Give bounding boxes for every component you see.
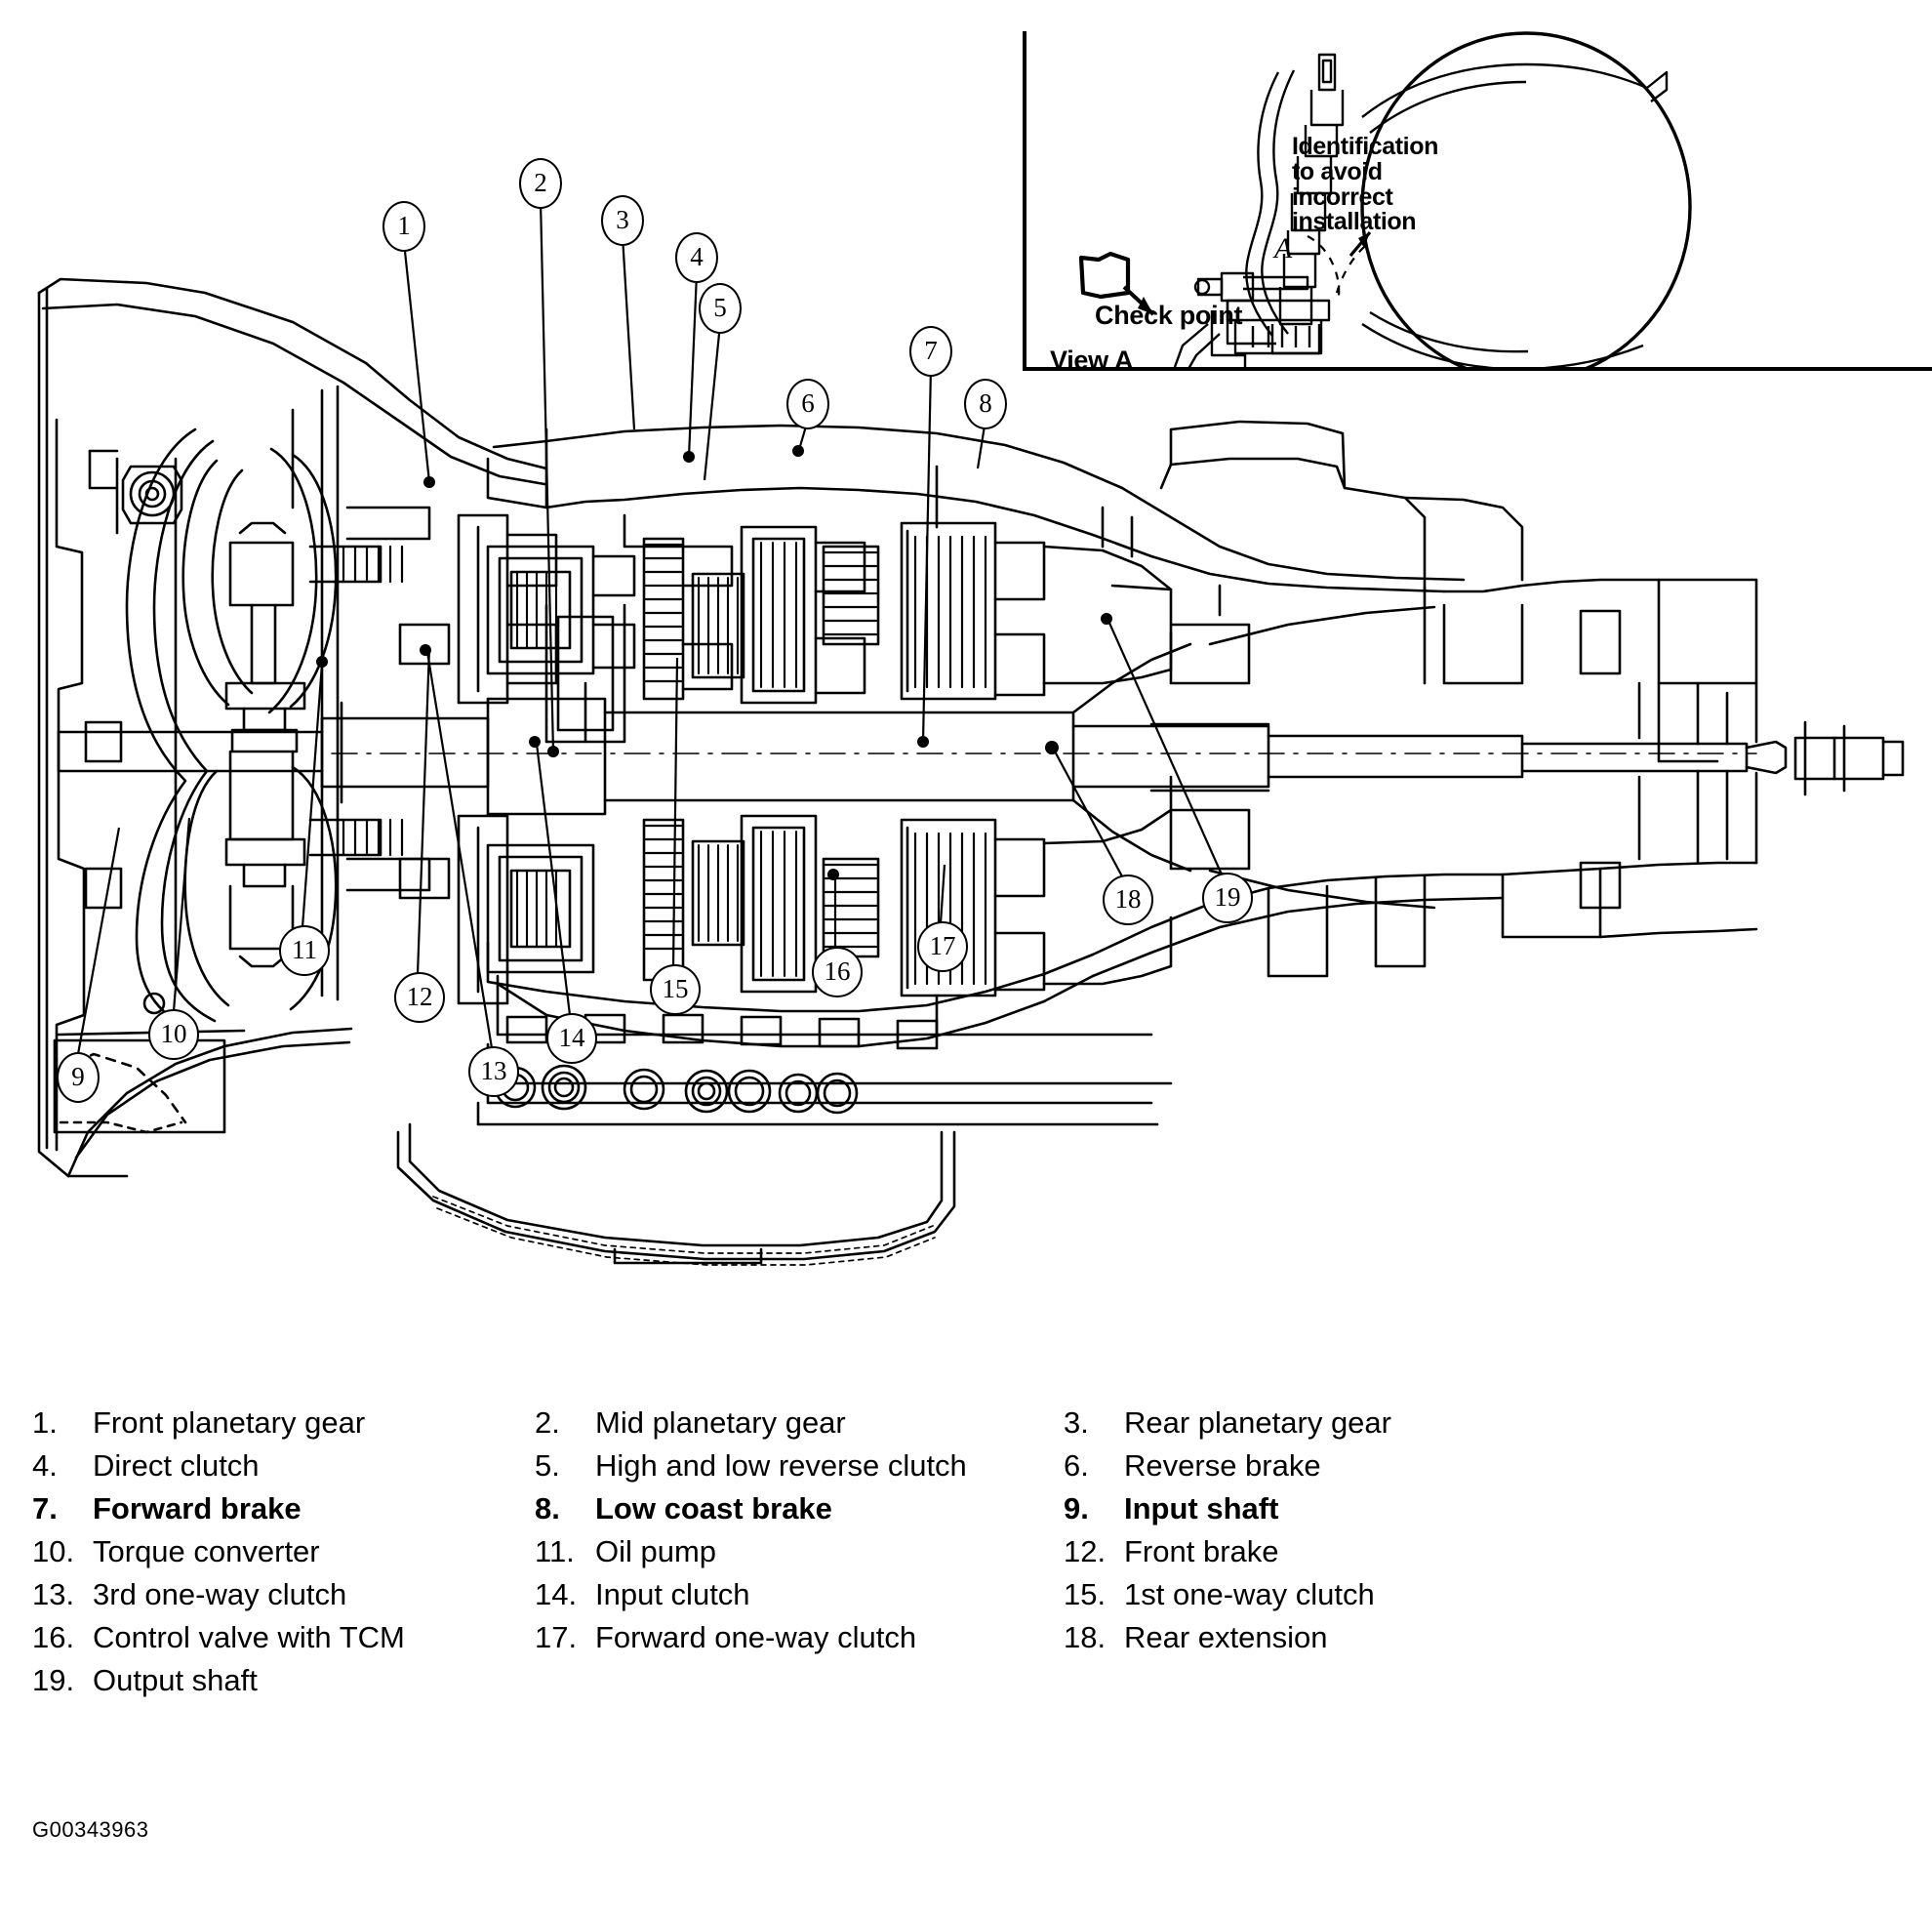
- legend-label: 3rd one-way clutch: [93, 1577, 347, 1611]
- leader-3: [621, 235, 636, 430]
- leader-15: [671, 657, 679, 967]
- leader-11: [301, 663, 324, 928]
- view-a-label: View A: [1050, 346, 1134, 375]
- leader-9: [76, 827, 121, 1055]
- legend-number: 18.: [1064, 1620, 1107, 1654]
- callout-2: 2: [519, 158, 562, 209]
- callout-16: 16: [812, 947, 863, 997]
- legend-label: Control valve with TCM: [93, 1620, 405, 1654]
- legend-number: 8.: [535, 1491, 560, 1526]
- callout-17: 17: [917, 921, 968, 972]
- leader-13: [425, 651, 494, 1049]
- transmission-cutaway-drawing: [37, 200, 1905, 1266]
- callout-3: 3: [601, 195, 644, 246]
- legend-number: 7.: [32, 1491, 58, 1526]
- figure-code: G00343963: [32, 1817, 149, 1842]
- legend-number: 12.: [1064, 1534, 1107, 1568]
- legend-label: Torque converter: [93, 1534, 320, 1568]
- callout-6: 6: [786, 379, 829, 429]
- legend-label: Oil pump: [595, 1534, 717, 1568]
- callout-7: 7: [909, 326, 952, 377]
- legend-number: 1.: [32, 1405, 58, 1440]
- legend-label: Input clutch: [595, 1577, 750, 1611]
- callout-14: 14: [546, 1013, 597, 1064]
- legend-label: Forward brake: [93, 1491, 302, 1526]
- legend-number: 5.: [535, 1448, 560, 1483]
- leader-17: [939, 864, 946, 924]
- legend-label: High and low reverse clutch: [595, 1448, 967, 1483]
- legend-number: 3.: [1064, 1405, 1089, 1440]
- callout-line-3: incorrect: [1292, 183, 1393, 211]
- callout-13: 13: [468, 1046, 519, 1097]
- callout-18: 18: [1103, 875, 1153, 925]
- check-point-label: Check point: [1095, 301, 1243, 330]
- leader-5: [703, 323, 722, 481]
- leader-4: [687, 272, 699, 458]
- legend-label: Forward one-way clutch: [595, 1620, 917, 1654]
- parts-legend: 1. Front planetary gear 2. Mid planetary ge…: [0, 1405, 1932, 1796]
- legend-number: 13.: [32, 1577, 75, 1611]
- legend-label: Front brake: [1124, 1534, 1279, 1568]
- leader-1: [402, 241, 431, 483]
- callout-line-1: Identification: [1292, 133, 1438, 160]
- identification-callout-text: Identification to avoid incorrect instal…: [1292, 133, 1497, 236]
- legend-number: 14.: [535, 1577, 578, 1611]
- callout-4: 4: [675, 232, 718, 283]
- callout-12: 12: [394, 972, 445, 1023]
- legend-label: Rear extension: [1124, 1620, 1328, 1654]
- callout-15: 15: [650, 964, 701, 1015]
- legend-label: Input shaft: [1124, 1491, 1279, 1526]
- legend-label: 1st one-way clutch: [1124, 1577, 1375, 1611]
- callout-9: 9: [57, 1052, 100, 1103]
- callout-line-4: installation: [1292, 208, 1417, 236]
- legend-number: 4.: [32, 1448, 58, 1483]
- leader-2: [539, 200, 555, 753]
- callout-10: 10: [148, 1009, 199, 1060]
- leader-14: [535, 743, 572, 1016]
- legend-label: Output shaft: [93, 1663, 258, 1697]
- callout-line-2: to avoid: [1292, 157, 1383, 185]
- legend-label: Mid planetary gear: [595, 1405, 846, 1440]
- legend-number: 19.: [32, 1663, 75, 1697]
- callout-1: 1: [382, 201, 425, 252]
- callout-8: 8: [964, 379, 1007, 429]
- legend-label: Direct clutch: [93, 1448, 260, 1483]
- callout-11: 11: [279, 925, 330, 976]
- legend-label: Low coast brake: [595, 1491, 832, 1526]
- legend-number: 11.: [535, 1534, 575, 1568]
- leader-19: [1107, 620, 1224, 875]
- legend-label: Reverse brake: [1124, 1448, 1321, 1483]
- view-a-drawing: A: [1078, 31, 1692, 371]
- callout-5: 5: [699, 283, 742, 334]
- callout-19: 19: [1202, 873, 1253, 923]
- leader-18: [1053, 749, 1123, 877]
- legend-number: 9.: [1064, 1491, 1089, 1526]
- legend-label: Rear planetary gear: [1124, 1405, 1391, 1440]
- legend-number: 16.: [32, 1620, 75, 1654]
- legend-number: 17.: [535, 1620, 578, 1654]
- view-a-marker-letter: A: [1272, 232, 1293, 264]
- leader-12: [416, 647, 431, 975]
- view-a-inset-panel: A Identification to avoid incorrect inst…: [1023, 31, 1932, 375]
- leader-7: [921, 366, 933, 743]
- legend-label: Front planetary gear: [93, 1405, 366, 1440]
- legend-number: 10.: [32, 1534, 75, 1568]
- legend-number: 2.: [535, 1405, 560, 1440]
- leader-10: [172, 817, 191, 1012]
- legend-number: 15.: [1064, 1577, 1107, 1611]
- legend-number: 6.: [1064, 1448, 1089, 1483]
